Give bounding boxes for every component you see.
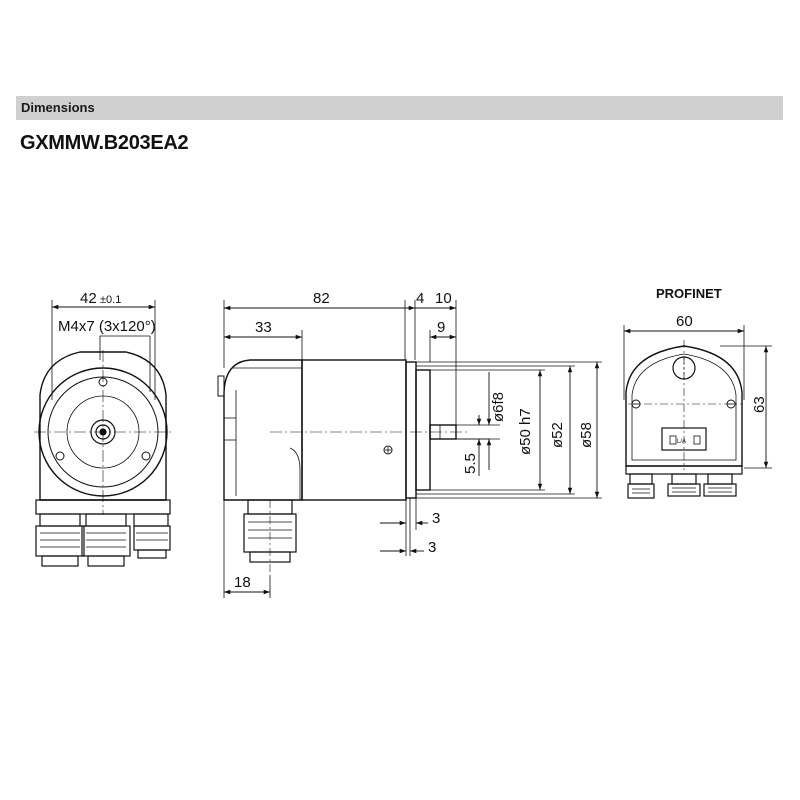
gland-offset-value: 18 — [234, 574, 251, 591]
rear-height-value: 63 — [751, 396, 768, 413]
overall-length-value: 82 — [313, 290, 330, 307]
flange-inner-diameter-value: ø52 — [549, 422, 566, 448]
section-title: Dimensions — [21, 100, 95, 115]
front-cable-glands — [35, 513, 171, 567]
flange-outer-diameter-value: ø58 — [578, 422, 595, 448]
shaft-length-value: 10 — [435, 290, 452, 307]
flange-thickness-bottom-value: 3 — [428, 539, 436, 556]
rear-port-label: L/A — [677, 439, 686, 445]
spigot-diameter-value: ø50 h7 — [517, 408, 534, 455]
front-width-tolerance: ±0.1 — [100, 294, 121, 306]
model-code-title: GXMMW.B203EA2 — [20, 132, 189, 154]
side-cable-gland — [243, 499, 297, 575]
front-view — [34, 300, 172, 567]
shaft-diameter-value: ø6f8 — [490, 392, 507, 422]
flange-thickness-top-value: 3 — [432, 510, 440, 527]
housing-length-value: 33 — [255, 319, 272, 336]
rear-connectors — [627, 473, 737, 499]
rear-view — [623, 325, 772, 499]
rear-width-value: 60 — [676, 313, 693, 330]
side-view — [217, 300, 602, 598]
rear-view-title: PROFINET — [656, 286, 722, 301]
thread-label: M4x7 (3x120°) — [58, 318, 156, 335]
flat-depth-value: 5.5 — [462, 453, 479, 474]
shaft-inner-value: 9 — [437, 319, 445, 336]
front-width-value: 42 — [80, 290, 97, 307]
section-header-bar: Dimensions — [16, 96, 783, 120]
flange-gap-value: 4 — [416, 290, 424, 307]
